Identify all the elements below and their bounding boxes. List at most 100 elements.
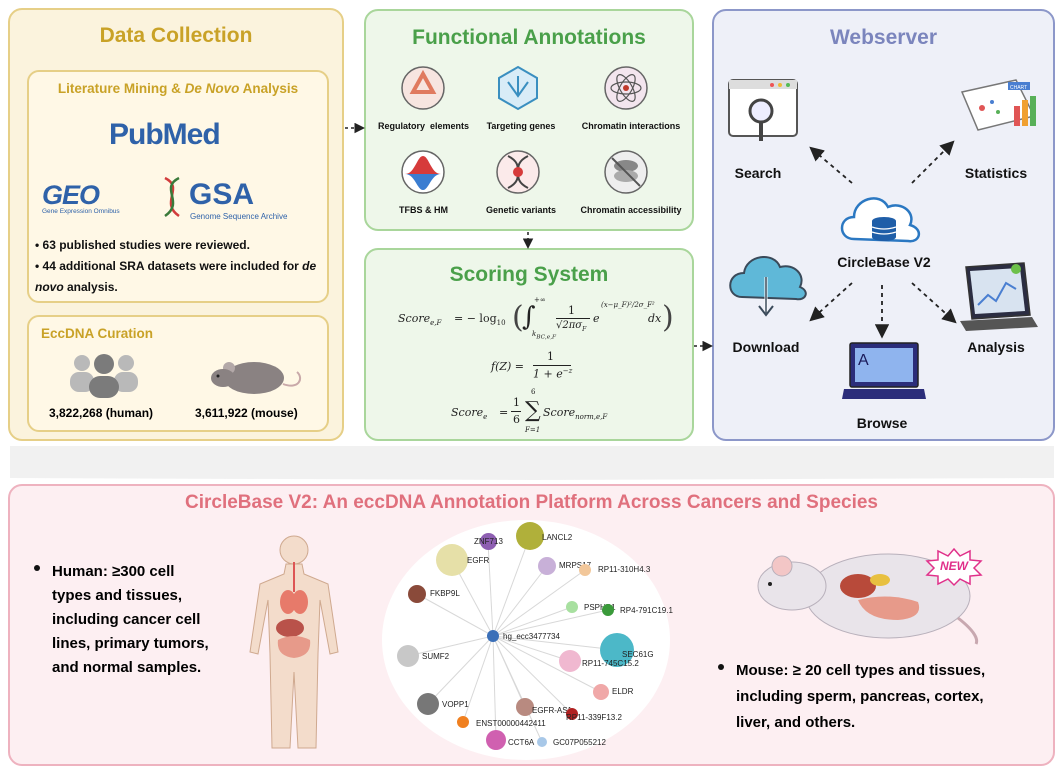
network-node [600, 633, 634, 667]
analysis-icon [960, 262, 1038, 331]
score-equation-1: Scoree,F = − log10 ( ∫ +∞ kBC,e,F 1 √2πσ… [398, 296, 674, 341]
summary-title: CircleBase V2: An eccDNA Annotation Plat… [184, 492, 878, 513]
network-node-label: VOPP1 [442, 700, 469, 709]
browse-icon: A [842, 342, 926, 399]
network-node [566, 601, 578, 613]
human-summary-line: types and tissues, [52, 587, 183, 604]
network-node-label: SUMF2 [422, 652, 450, 661]
bullet-sra-datasets: • 44 additional SRA datasets were includ… [35, 259, 317, 294]
network-node-label: RP11-745C15.2 [582, 659, 639, 668]
network-node-label: EGFR-AS1 [532, 706, 573, 715]
browse-letter: A [858, 352, 869, 369]
cloud-database-icon [840, 197, 920, 243]
mouse-summary-line: including sperm, pancreas, cortex, [736, 688, 984, 705]
starburst-icon [925, 547, 983, 587]
functional-item-label: TFBS & HM [399, 205, 448, 215]
functional-panel: Functional Annotations Regulatory elemen… [364, 9, 694, 231]
search-icon [728, 79, 798, 141]
network-node [579, 564, 591, 576]
scoring-panel: Scoring System Scoree,F = − log10 ( ∫ +∞… [364, 248, 694, 441]
network-diagram: ZNF713 LANCL2 EGFR MRPS17 RP11-310H4.3 F… [382, 520, 673, 760]
functional-item-label: Regulatory elements [377, 121, 470, 131]
pubmed-logo: PubMed [109, 118, 221, 151]
data-collection-panel: Data Collection Literature Mining & De N… [8, 8, 344, 441]
mouse-icon [211, 362, 302, 394]
network-node-label: MRPS17 [559, 561, 592, 570]
network-node [593, 684, 609, 700]
functional-item-label: Chromatin interactions [581, 121, 681, 131]
network-node-label: SEC61G [622, 650, 654, 659]
webserver-title: Webserver [829, 26, 937, 49]
network-node-label: ZNF713 [474, 537, 503, 546]
download-icon [729, 256, 807, 317]
network-node [559, 650, 581, 672]
network-node-label: RP11-339F13.2 [566, 713, 622, 722]
new-badge-text: NEW [940, 559, 968, 573]
geo-logo: GEO Gene Expression Omnibus [42, 180, 120, 215]
functional-title: Functional Annotations [412, 26, 646, 49]
mouse-count: 3,611,922 (mouse) [195, 406, 298, 420]
network-node [538, 557, 556, 575]
curation-panel: EccDNA Curation 3,822,268 (human) 3,611,… [27, 315, 329, 432]
mouse-summary-line: liver, and others. [736, 714, 856, 731]
data-collection-title: Data Collection [99, 24, 253, 47]
webserver-panel: Webserver Search CHART Statistics Circle… [712, 9, 1055, 441]
human-group-icon [70, 354, 138, 398]
network-node [566, 708, 578, 720]
network-node [486, 730, 506, 750]
bullet-published-studies: • 63 published studies were reviewed. [35, 238, 250, 252]
final-score-equation: Scoree = 1 6 ∑ 6 F=1 Scorenorm,e,F [451, 388, 608, 434]
human-summary-line: and normal samples. [52, 659, 202, 676]
browse-label: Browse [856, 415, 908, 431]
functional-item-label: Chromatin accessibility [580, 205, 682, 215]
network-node-label: FKBP9L [430, 589, 460, 598]
search-label: Search [734, 165, 782, 181]
network-node-label: EGFR [467, 556, 490, 565]
statistics-icon: CHART [960, 79, 1036, 131]
functional-item-label: Targeting genes [486, 121, 556, 131]
curation-title: EccDNA Curation [41, 326, 154, 341]
atom-icon [604, 66, 648, 110]
mouse-anatomy-icon [757, 553, 979, 645]
new-badge: NEW [925, 547, 983, 587]
network-hub-label: hg_ecc3477734 [503, 632, 560, 641]
download-label: Download [732, 339, 800, 355]
genetic-variants-icon [496, 150, 540, 194]
summary-panel: CircleBase V2: An eccDNA Annotation Plat… [8, 484, 1055, 766]
literature-title: Literature Mining & De Novo Analysis [57, 81, 299, 96]
human-anatomy-icon [249, 535, 339, 749]
network-node [480, 533, 497, 550]
network-node [537, 737, 547, 747]
network-node [417, 693, 439, 715]
center-label: CircleBase V2 [837, 254, 931, 270]
human-summary-line: lines, primary tumors, [52, 635, 209, 652]
network-node-label: PSPHP1 [584, 603, 616, 612]
network-node-label: CCT6A [508, 738, 535, 747]
network-node [397, 645, 419, 667]
human-count: 3,822,268 (human) [49, 406, 154, 420]
network-node [436, 544, 468, 576]
webserver-arrows [809, 140, 957, 339]
network-node-label: ENST00000442411 [476, 719, 546, 728]
network-node [516, 522, 544, 550]
network-node-label: RP4-791C19.1 [620, 606, 673, 615]
network-node [602, 604, 614, 616]
network-node [516, 698, 534, 716]
functional-item-label: Genetic variants [485, 205, 557, 215]
human-summary-line: Human: ≥300 cell [52, 563, 175, 580]
network-node-label: ELDR [612, 687, 634, 696]
dna-icon [164, 176, 180, 218]
gsa-logo: GSA Genome Sequence Archive [157, 176, 317, 222]
network-node-label: LANCL2 [542, 533, 573, 542]
chromatin-accessibility-icon [604, 150, 648, 194]
network-node [457, 716, 469, 728]
network-edges [407, 535, 618, 743]
logistic-equation: f(Z) = 1 1 + e−z [491, 350, 573, 381]
network-node [408, 585, 426, 603]
human-summary-line: including cancer cell [52, 611, 201, 628]
analysis-label: Analysis [967, 339, 1025, 355]
mouse-summary-line: Mouse: ≥ 20 cell types and tissues, [736, 662, 986, 679]
tfbs-hm-icon [401, 150, 445, 194]
network-hub [487, 630, 499, 642]
recycle-icon [401, 66, 445, 110]
